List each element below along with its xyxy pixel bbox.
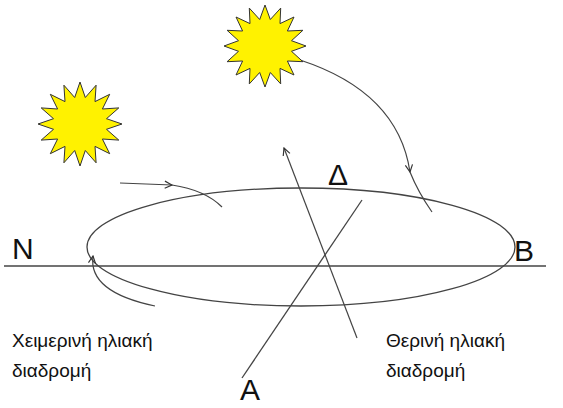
compass-letter: Δ [328, 160, 348, 190]
compass-letter: B [514, 236, 534, 266]
summer-path-arc [410, 172, 432, 212]
path-label: Θερινή ηλιακή διαδρομή [386, 326, 558, 386]
sun-icon [224, 5, 306, 87]
winter-path-arc [120, 183, 172, 185]
summer-path-arc [300, 60, 410, 172]
summer-path-arc [284, 148, 357, 338]
east-west-line [242, 200, 362, 378]
horizon-ellipse [87, 188, 515, 306]
sun-icon [38, 82, 122, 166]
path-label: Χειμερινή ηλιακή διαδρομή [12, 326, 184, 386]
compass-letter: N [12, 234, 34, 264]
compass-letter: A [240, 375, 260, 405]
winter-path-arc [172, 185, 222, 207]
winter-path-arc [93, 256, 155, 306]
north-south-line [4, 265, 546, 266]
